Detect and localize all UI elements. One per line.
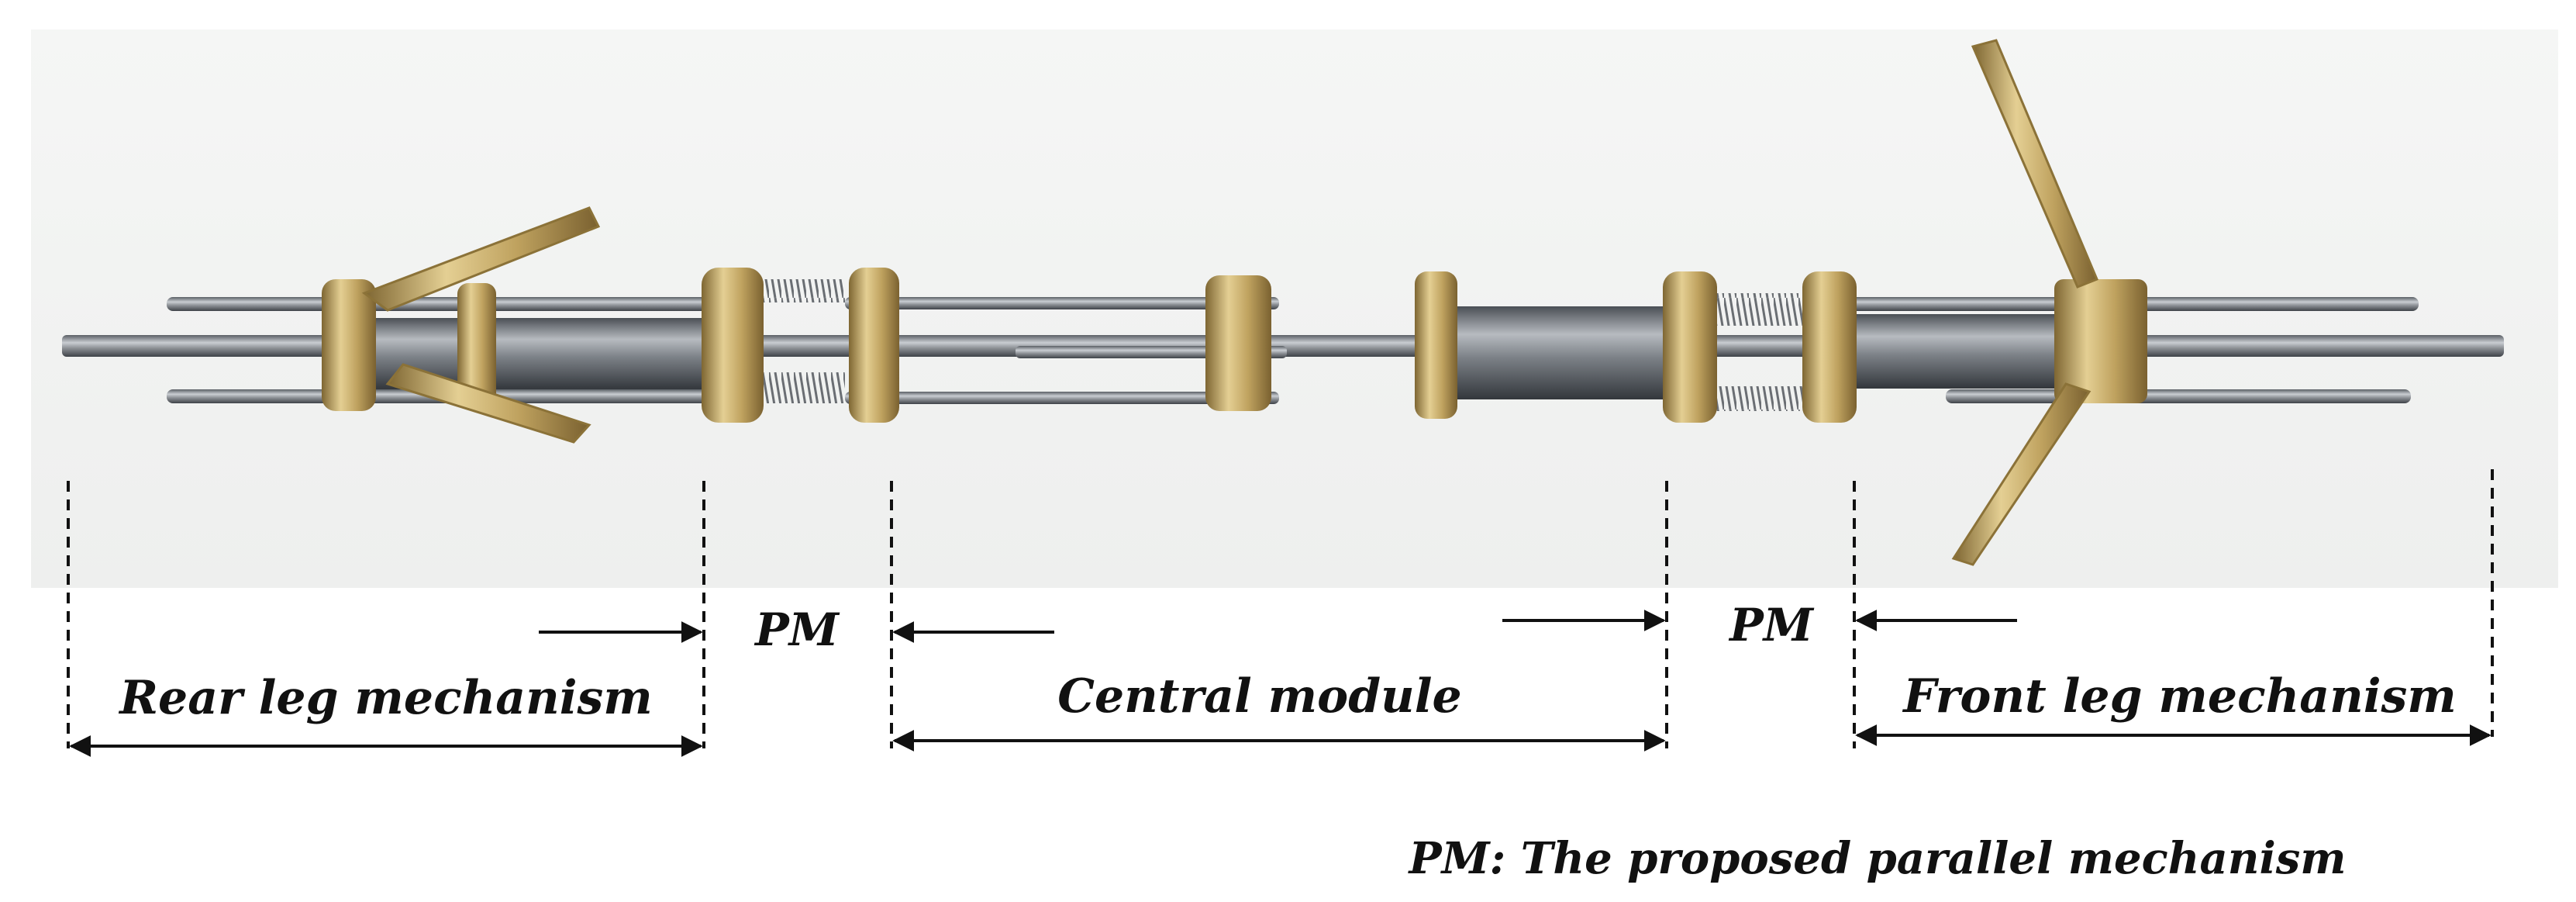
- ring-pm-left-b: [849, 268, 899, 423]
- front-leg-arm-bottom: [1951, 382, 2091, 566]
- ring-central-b: [1415, 271, 1457, 419]
- label-rear-leg: Rear leg mechanism: [118, 671, 653, 725]
- upper-rod-central: [845, 297, 1279, 309]
- lower-rod-central: [845, 392, 1279, 404]
- robot-model: [62, 39, 2504, 566]
- spring-front-top: [1709, 293, 1810, 326]
- label-pm-right: PM: [1728, 599, 1815, 651]
- ring-rear-a: [322, 279, 376, 411]
- label-front-leg: Front leg mechanism: [1902, 669, 2457, 724]
- central-cylinder: [1442, 306, 1674, 399]
- ring-pm-right-b: [1802, 271, 1857, 423]
- label-pm-left: PM: [753, 603, 840, 656]
- rear-leg-arm-bottom: [385, 363, 591, 444]
- ring-rear-b: [457, 283, 496, 407]
- rear-leg-arm-top: [361, 206, 601, 312]
- spring-rear-bottom: [764, 372, 845, 403]
- ring-pm-right-a: [1663, 271, 1717, 423]
- ring-pm-left-a: [702, 268, 764, 423]
- rear-cylinder: [364, 318, 729, 389]
- ring-central-a: [1205, 275, 1271, 411]
- dimension-lines: [67, 469, 2494, 757]
- spring-rear-top: [764, 279, 845, 302]
- front-leg-arm-top: [1971, 39, 2098, 289]
- spring-front-bottom: [1709, 386, 1810, 411]
- legend-note: PM: The proposed parallel mechanism: [1407, 833, 2346, 884]
- lower-rod-front: [1946, 389, 2411, 403]
- front-hub: [2054, 279, 2147, 403]
- front-cylinder: [1837, 314, 2078, 389]
- label-central-module: Central module: [1057, 669, 1461, 724]
